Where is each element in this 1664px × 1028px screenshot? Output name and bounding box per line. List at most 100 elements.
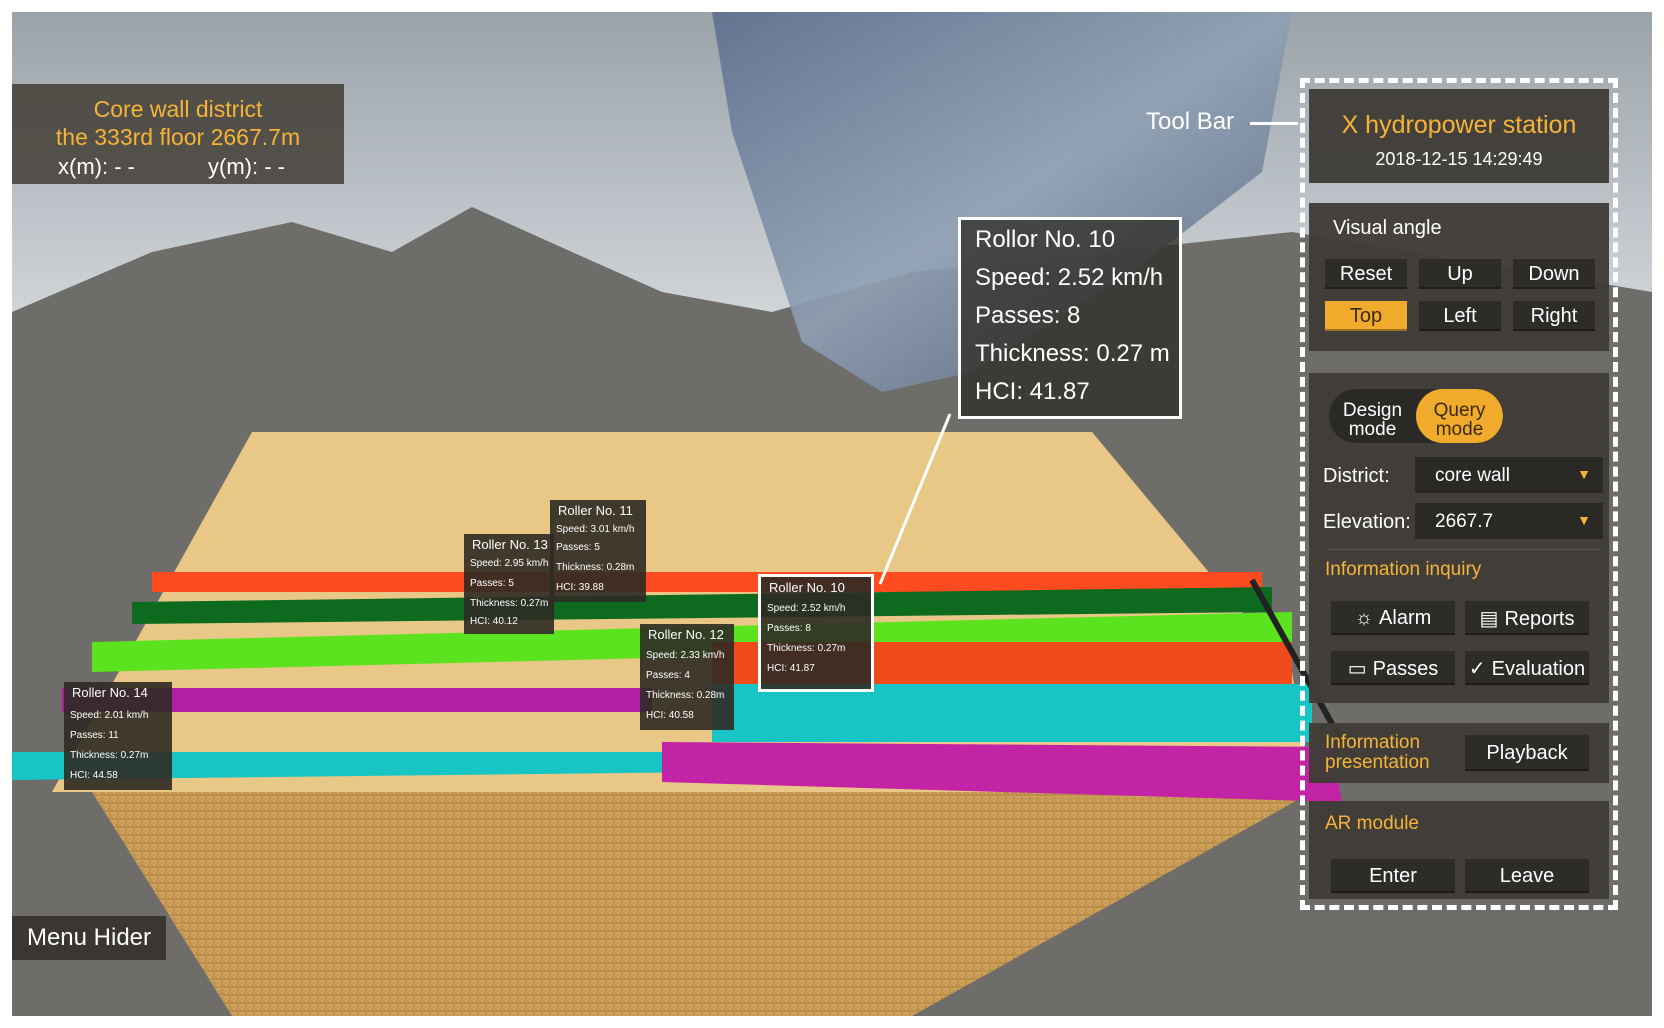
passes-button[interactable]: ▭Passes	[1331, 651, 1455, 685]
roller-tag-thickness: Thickness: 0.27m	[70, 750, 149, 761]
evaluation-button[interactable]: ✓Evaluation	[1465, 651, 1589, 685]
callout-roller-name: Rollor No. 10	[975, 226, 1116, 253]
toolbar-annotation: Tool Bar	[1146, 108, 1235, 135]
roller-tag-passes: Passes: 11	[70, 730, 119, 741]
roller-tag-speed: Speed: 2.33 km/h	[646, 650, 725, 661]
roller-tag-thickness: Thickness: 0.28m	[646, 690, 725, 701]
roller-tag-passes: Passes: 5	[470, 578, 514, 589]
callout-speed: Speed: 2.52 km/h	[975, 264, 1164, 291]
right-view-button[interactable]: Right	[1513, 301, 1595, 331]
elevation-value: 2667.7	[1435, 511, 1494, 532]
dam-edge-line	[1249, 578, 1345, 744]
roller-tag-speed: Speed: 2.52 km/h	[767, 603, 846, 614]
evaluation-icon: ✓	[1468, 657, 1486, 680]
menu-hider-button[interactable]: Menu Hider	[12, 916, 166, 960]
alarm-icon: ☼	[1354, 606, 1374, 629]
station-panel: X hydropower station 2018-12-15 14:29:49	[1309, 89, 1609, 183]
roller-tag-hci: HCI: 40.58	[646, 710, 694, 721]
roller-tag-13[interactable]: Roller No. 13 Speed: 2.95 km/h Passes: 5…	[464, 534, 554, 634]
district-label: District:	[1323, 465, 1390, 487]
roller-detail-callout: Rollor No. 10 Speed: 2.52 km/h Passes: 8…	[958, 217, 1182, 419]
roller-tag-hci: HCI: 40.12	[470, 616, 518, 627]
reports-button[interactable]: ▤Reports	[1465, 601, 1589, 635]
layer-strip-magenta-2	[662, 742, 1342, 802]
roller-tag-name: Roller No. 10	[769, 580, 845, 595]
presentation-line1: Information	[1325, 732, 1421, 753]
design-mode-line2: mode	[1348, 419, 1397, 440]
roller-tag-passes: Passes: 5	[556, 542, 600, 553]
roller-tag-hci: HCI: 41.87	[767, 663, 815, 674]
playback-button[interactable]: Playback	[1465, 735, 1589, 771]
callout-hci: HCI: 41.87	[975, 378, 1090, 405]
query-mode-line1: Query	[1433, 400, 1486, 421]
chevron-down-icon: ▼	[1577, 512, 1591, 528]
roller-tag-14[interactable]: Roller No. 14 Speed: 2.01 km/h Passes: 1…	[64, 682, 172, 790]
callout-thickness: Thickness: 0.27 m	[975, 340, 1170, 367]
roller-tag-name: Roller No. 13	[472, 537, 548, 552]
station-name: X hydropower station	[1341, 111, 1577, 139]
district-line: Core wall district	[93, 96, 263, 122]
presentation-panel: Information presentation Playback	[1309, 723, 1609, 783]
left-view-button[interactable]: Left	[1419, 301, 1501, 331]
visual-angle-label: Visual angle	[1333, 217, 1442, 239]
alarm-button[interactable]: ☼Alarm	[1331, 601, 1455, 635]
roller-tag-10[interactable]: Roller No. 10 Speed: 2.52 km/h Passes: 8…	[758, 574, 874, 692]
roller-tag-12[interactable]: Roller No. 12 Speed: 2.33 km/h Passes: 4…	[640, 624, 734, 730]
ar-leave-button[interactable]: Leave	[1465, 859, 1589, 893]
tool-bar: X hydropower station 2018-12-15 14:29:49…	[1300, 78, 1618, 910]
floor-line: the 333rd floor 2667.7m	[55, 124, 301, 150]
up-view-button[interactable]: Up	[1419, 259, 1501, 289]
roller-tag-hci: HCI: 44.58	[70, 770, 118, 781]
roller-tag-passes: Passes: 8	[767, 623, 811, 634]
passes-icon: ▭	[1347, 657, 1367, 680]
passes-label: Passes	[1372, 657, 1439, 680]
callout-passes: Passes: 8	[975, 302, 1081, 329]
layer-strip-darkgreen	[132, 587, 1272, 624]
y-coordinate: y(m): - -	[208, 154, 285, 179]
roller-tag-speed: Speed: 2.95 km/h	[470, 558, 549, 569]
district-value: core wall	[1435, 465, 1510, 486]
layer-strip-cyan-2	[12, 752, 712, 780]
elevation-label: Elevation:	[1323, 511, 1411, 533]
design-mode-line1: Design	[1342, 400, 1403, 421]
ar-module-label: AR module	[1325, 813, 1419, 834]
layer-strip-cyan	[712, 684, 1312, 742]
roller-tag-name: Roller No. 12	[648, 627, 724, 642]
roller-tag-speed: Speed: 2.01 km/h	[70, 710, 149, 721]
alarm-label: Alarm	[1379, 606, 1432, 629]
top-view-button[interactable]: Top	[1325, 301, 1407, 331]
presentation-line2: presentation	[1325, 752, 1430, 773]
query-mode-option[interactable]: Query mode	[1416, 389, 1503, 443]
district-select[interactable]: core wall ▼	[1415, 457, 1603, 493]
ar-enter-button[interactable]: Enter	[1331, 859, 1455, 893]
dam-slope	[92, 792, 1312, 1016]
roller-tag-11[interactable]: Roller No. 11 Speed: 3.01 km/h Passes: 5…	[550, 500, 646, 602]
mode-toggle[interactable]: Design mode Query mode	[1329, 389, 1503, 443]
reports-icon: ▤	[1479, 607, 1499, 630]
callout-connector	[878, 413, 952, 585]
query-mode-line2: mode	[1435, 419, 1484, 440]
visual-angle-panel: Visual angle Reset Up Down Top Left Righ…	[1309, 203, 1609, 351]
down-view-button[interactable]: Down	[1513, 259, 1595, 289]
layer-strip-magenta	[62, 688, 652, 712]
information-presentation-label: Information presentation	[1325, 733, 1430, 773]
roller-tag-name: Roller No. 11	[558, 503, 633, 518]
elevation-select[interactable]: 2667.7 ▼	[1415, 503, 1603, 539]
information-inquiry-label: Information inquiry	[1325, 559, 1482, 580]
roller-tag-speed: Speed: 3.01 km/h	[556, 524, 635, 535]
reset-view-button[interactable]: Reset	[1325, 259, 1407, 289]
design-mode-option[interactable]: Design mode	[1329, 389, 1416, 443]
toolbar-annotation-line	[1250, 122, 1298, 125]
datetime: 2018-12-15 14:29:49	[1375, 149, 1543, 169]
roller-tag-passes: Passes: 4	[646, 670, 690, 681]
roller-tag-thickness: Thickness: 0.27m	[470, 598, 549, 609]
layer-strip-orange	[152, 572, 1262, 592]
chevron-down-icon: ▼	[1577, 466, 1591, 482]
location-info-box: Core wall district the 333rd floor 2667.…	[12, 84, 344, 184]
3d-viewport[interactable]: Core wall district the 333rd floor 2667.…	[12, 12, 1652, 1016]
query-panel: Design mode Query mode District: core wa…	[1309, 373, 1609, 703]
x-coordinate: x(m): - -	[58, 154, 135, 179]
divider	[1329, 549, 1599, 550]
evaluation-label: Evaluation	[1491, 657, 1586, 680]
ar-module-panel: AR module Enter Leave	[1309, 801, 1609, 899]
